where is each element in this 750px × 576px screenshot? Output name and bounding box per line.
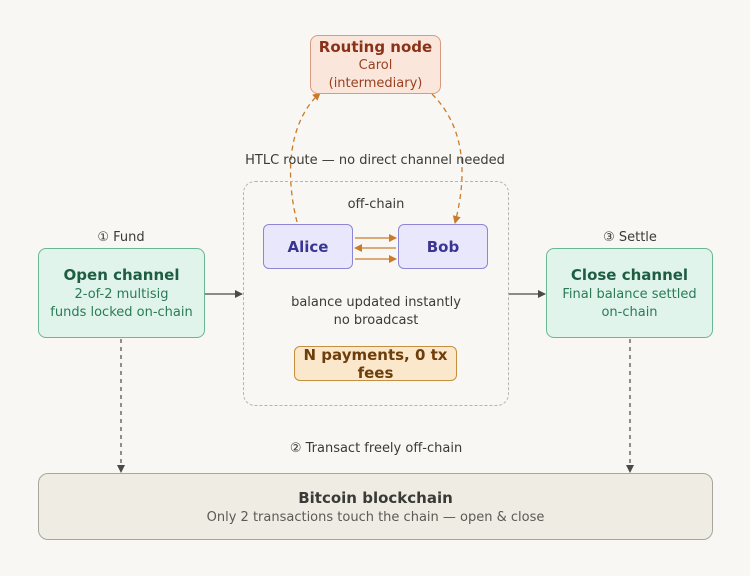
close-channel-line2: on-chain [601, 305, 658, 320]
bob-label: Bob [426, 237, 460, 256]
open-channel-line1: 2-of-2 multisig [74, 287, 169, 302]
alice-node: Alice [263, 224, 353, 269]
blockchain-subtitle: Only 2 transactions touch the chain — op… [206, 509, 545, 525]
open-channel-title: Open channel [63, 266, 180, 284]
offchain-label: off-chain [347, 197, 405, 212]
bob-node: Bob [398, 224, 488, 269]
offchain-region [243, 181, 509, 406]
routing-node-subtitle: Carol (intermediary) [328, 57, 423, 91]
close-channel-node: Close channel Final balance settled on-c… [546, 248, 713, 338]
balance-updated-label: balance updated instantly [291, 295, 461, 310]
settle-step-label: ③ Settle [603, 230, 657, 245]
close-channel-title: Close channel [570, 266, 689, 284]
open-channel-line2: funds locked on-chain [50, 305, 193, 320]
htlc-arrow-alice-to-carol [289, 92, 321, 223]
blockchain-title: Bitcoin blockchain [298, 488, 453, 507]
fund-step-label: ① Fund [97, 230, 145, 245]
transact-step-label: ② Transact freely off-chain [289, 441, 463, 456]
htlc-arrow-carol-to-bob [431, 93, 463, 224]
routing-node: Routing node Carol (intermediary) [310, 35, 441, 94]
htlc-route-label: HTLC route — no direct channel needed [245, 153, 505, 168]
close-channel-line1: Final balance settled [562, 287, 697, 302]
no-broadcast-label: no broadcast [333, 313, 419, 328]
bitcoin-blockchain-node: Bitcoin blockchain Only 2 transactions t… [38, 473, 713, 540]
open-channel-node: Open channel 2-of-2 multisig funds locke… [38, 248, 205, 338]
payments-badge-label: N payments, 0 tx fees [303, 345, 448, 382]
payments-badge: N payments, 0 tx fees [294, 345, 457, 382]
alice-label: Alice [287, 237, 329, 256]
routing-node-title: Routing node [318, 37, 433, 56]
